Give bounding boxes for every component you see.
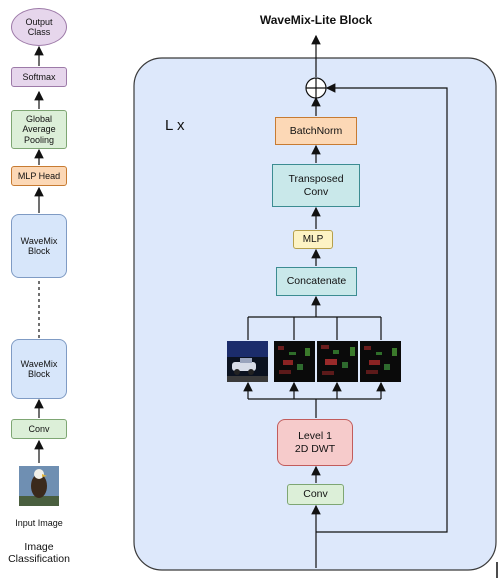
image-classification-caption: Image Classification [8,541,70,565]
concatenate-box: Concatenate [276,267,357,296]
conv-box-left: Conv [11,419,67,439]
wavemix-block-bottom: WaveMix Block [11,339,67,399]
output-class-node: Output Class [11,8,67,46]
transposed-conv-box: Transposed Conv [272,164,360,207]
subband-hl-image [317,341,358,382]
level1-2d-dwt-box: Level 1 2D DWT [277,419,353,466]
mlp-head-box: MLP Head [11,166,67,186]
wavemix-lite-title: WaveMix-Lite Block [259,13,373,27]
subband-ll-image [227,341,268,382]
add-operator-icon [305,77,327,99]
repeat-label: L x [165,117,185,134]
softmax-box: Softmax [11,67,67,87]
global-average-pooling-box: Global Average Pooling [11,110,67,149]
wavemix-lite-container [133,57,497,571]
batchnorm-box: BatchNorm [275,117,357,145]
wavemix-block-top: WaveMix Block [11,214,67,278]
conv-box-right: Conv [287,484,344,505]
input-image-label: Input Image [15,518,63,528]
input-image-eagle [19,466,59,506]
subband-hh-image [360,341,401,382]
residual-connection [316,83,448,533]
mlp-box: MLP [293,230,333,249]
subband-lh-image [274,341,315,382]
